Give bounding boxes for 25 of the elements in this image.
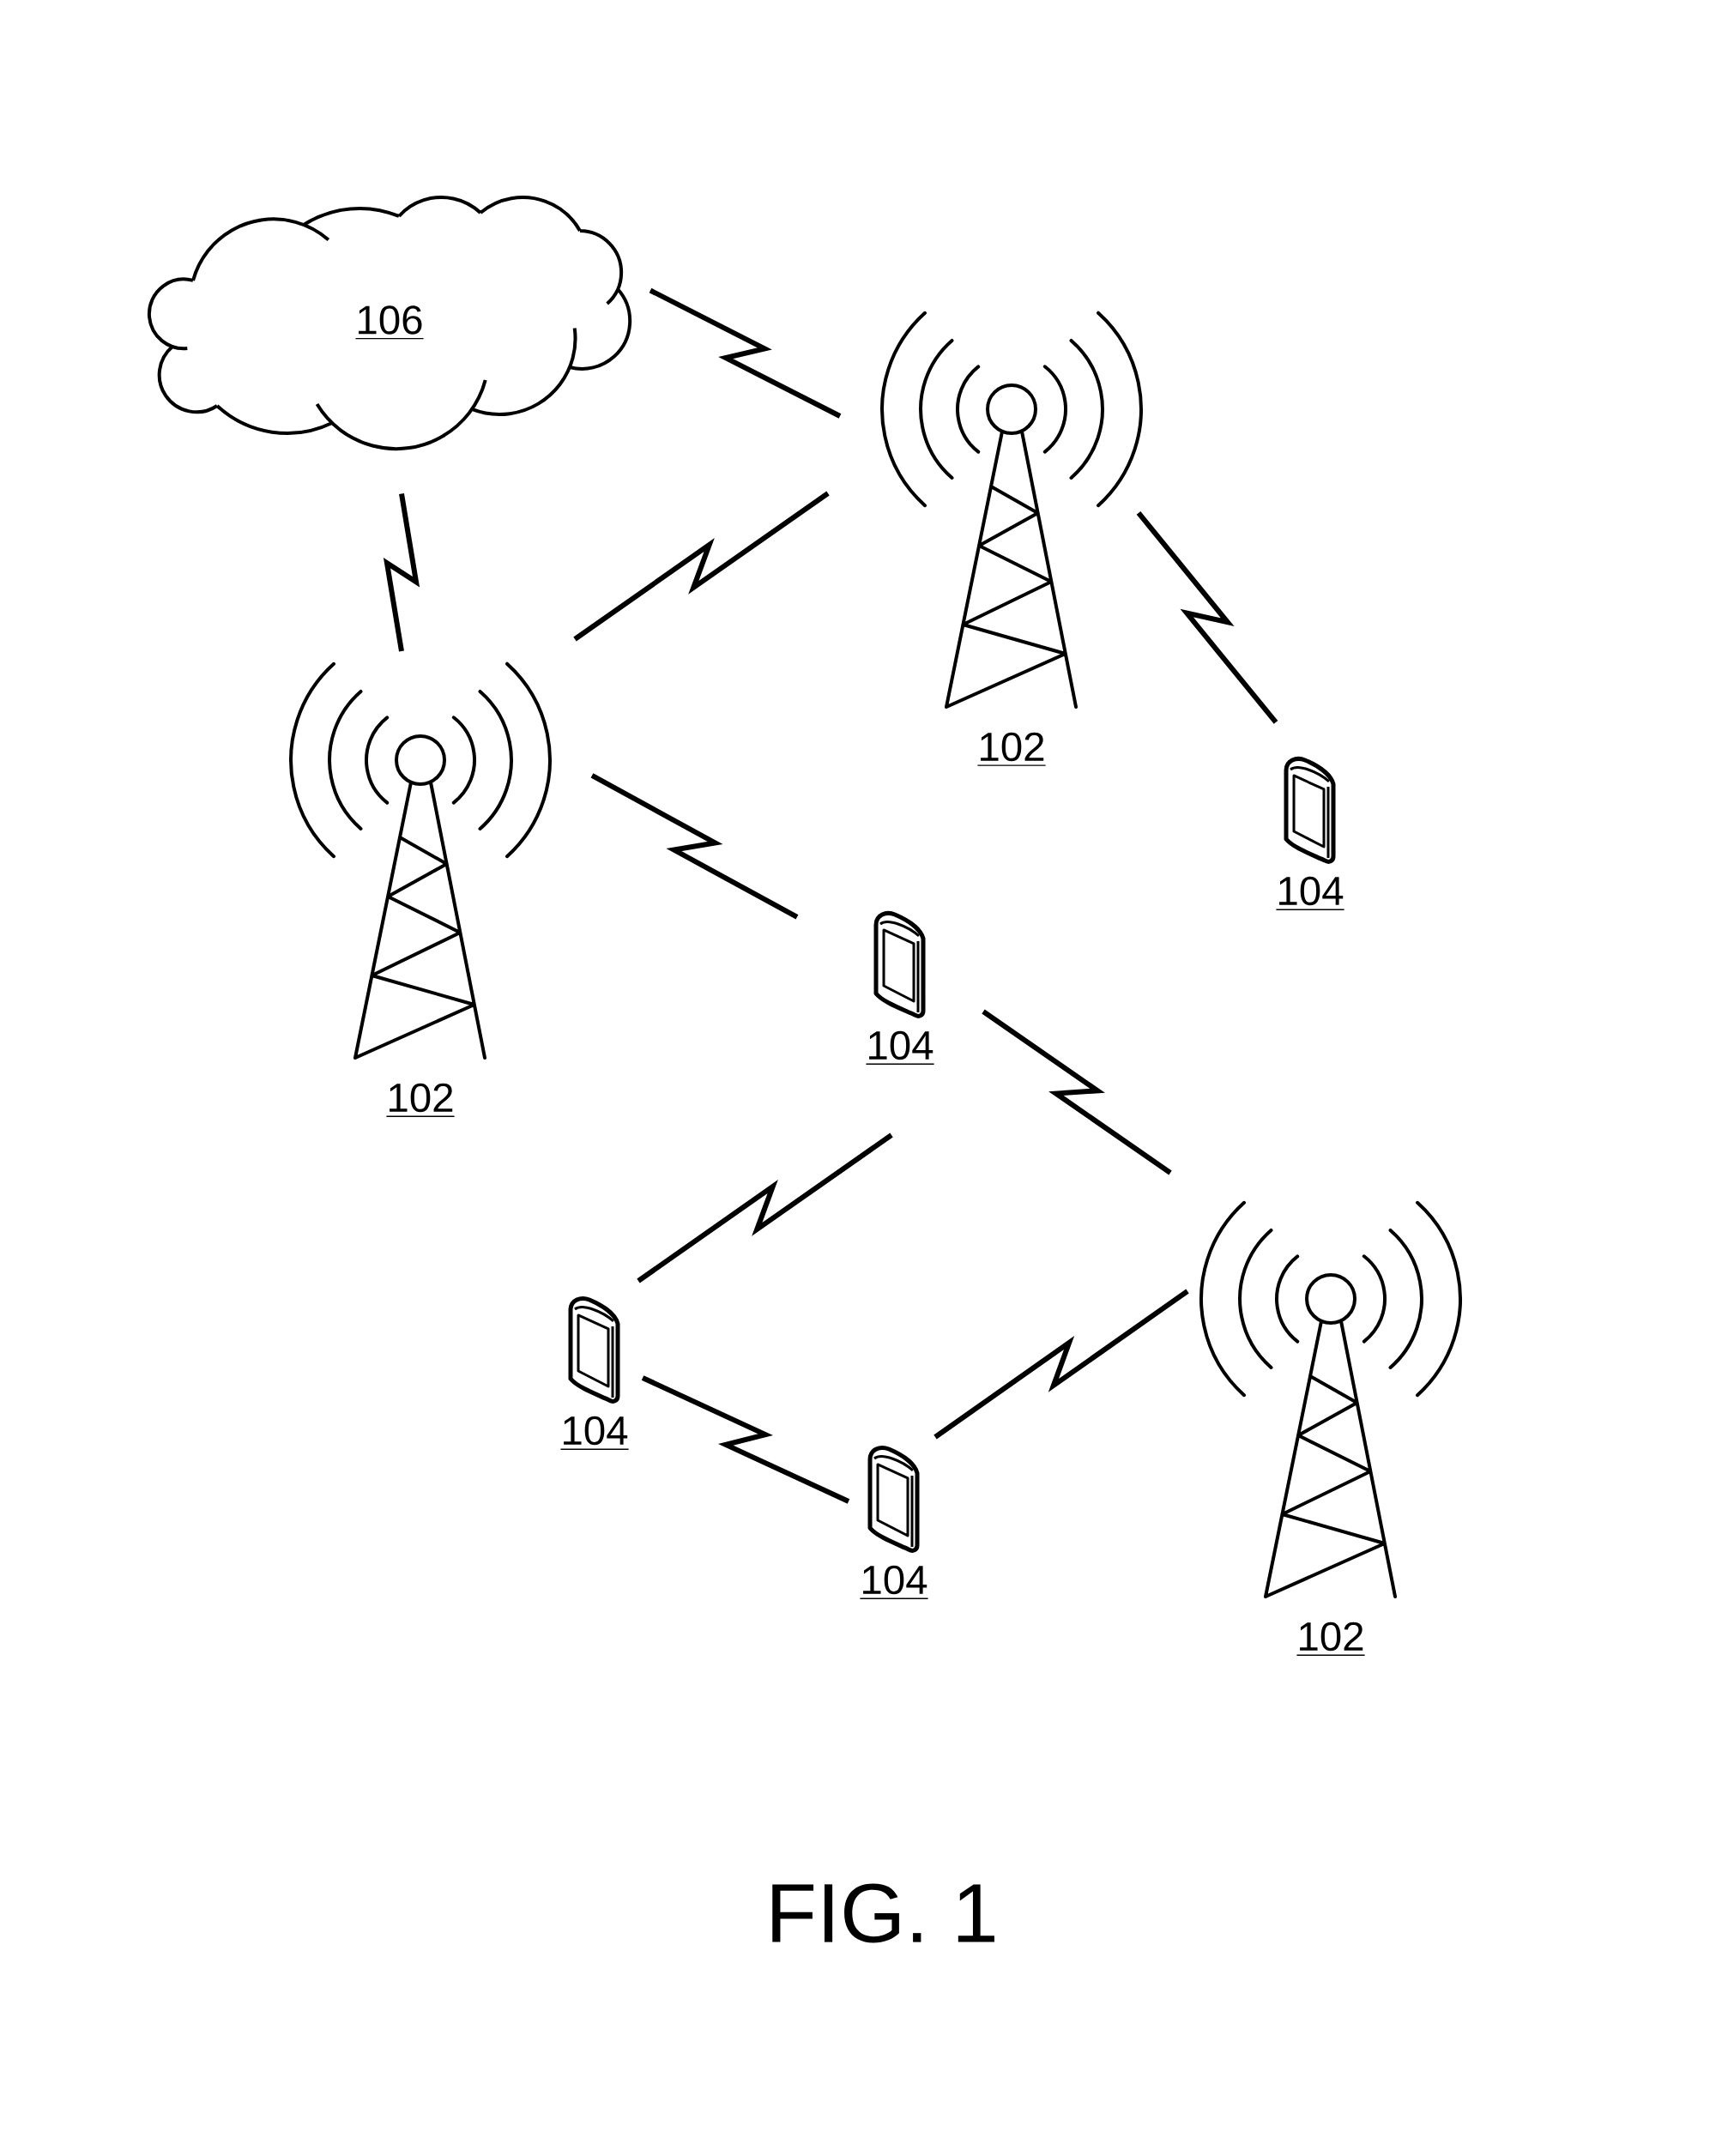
reference-numeral: 104 [865, 1030, 935, 1065]
reference-numeral: 102 [976, 732, 1047, 766]
radio-tower [1199, 1200, 1462, 1598]
lightning-bolt [649, 287, 842, 419]
reference-numeral: 104 [559, 1416, 630, 1450]
reference-numeral: 102 [385, 1083, 456, 1117]
mobile-phone [1284, 756, 1336, 864]
reference-numeral: 104 [859, 1565, 929, 1599]
mobile-phone [568, 1296, 620, 1404]
mobile-phone [873, 910, 926, 1018]
lightning-bolt [590, 773, 799, 920]
lightning-bolt [641, 1375, 850, 1504]
reference-numeral: 102 [1296, 1622, 1366, 1656]
lightning-bolt [573, 491, 830, 642]
radio-tower [880, 311, 1143, 709]
figure-caption: FIG. 1 [772, 1883, 994, 1943]
lightning-bolt [1136, 511, 1278, 724]
cloud: 106 [147, 195, 632, 451]
mobile-phone [867, 1446, 920, 1553]
radio-tower [289, 661, 552, 1060]
lightning-bolt [982, 1009, 1172, 1175]
lightning-bolt [383, 493, 420, 652]
lightning-bolt [637, 1132, 893, 1283]
lightning-bolt [933, 1289, 1189, 1440]
reference-numeral: 104 [1275, 876, 1345, 910]
